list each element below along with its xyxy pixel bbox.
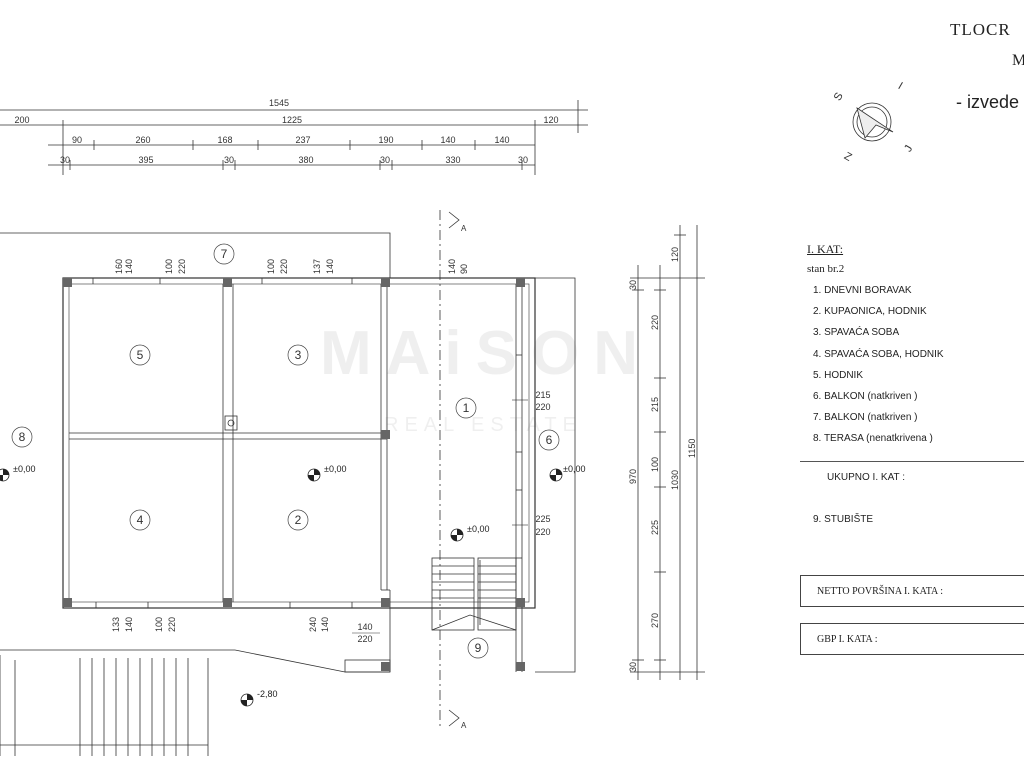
list-item: 8. TERASA (nenatkrivena ) (813, 433, 933, 445)
dim-top-3-3: 168 (217, 135, 232, 145)
dim-right-7: 30 (628, 662, 638, 672)
dim-right-10: 1030 (670, 470, 680, 490)
compass-letter-z: Z (842, 150, 854, 164)
dim-top-2-2: 1225 (282, 115, 302, 125)
dim-right-4: 100 (650, 457, 660, 472)
dim-right-3: 215 (650, 397, 660, 412)
dim-right-5: 225 (650, 520, 660, 535)
room-number: 3 (295, 348, 302, 362)
list-item: 6. BALKON (natkriven ) (813, 390, 918, 402)
open-top-7: 137 (312, 259, 322, 274)
open-top-10: 90 (459, 264, 469, 274)
dim-top-3-4: 237 (295, 135, 310, 145)
dim-top-3-2: 260 (135, 135, 150, 145)
dim-top-3-5: 190 (378, 135, 393, 145)
legend-list: 1. DNEVNI BORAVAK 2. KUPAONICA, HODNIK 3… (800, 284, 1024, 454)
room-legend: I. KAT: stan br.2 1. DNEVNI BORAVAK 2. K… (800, 242, 1024, 525)
open-bot-6: 140 (320, 617, 330, 632)
open-top-5: 100 (266, 259, 276, 274)
open-stair-2: 220 (357, 634, 372, 644)
room-number: 6 (546, 433, 553, 447)
list-item: 1. DNEVNI BORAVAK (813, 285, 912, 296)
dim-overall: 1545 (269, 98, 289, 108)
section-mark: A (461, 721, 467, 730)
dim-top-4-3: 30 (224, 155, 234, 165)
dim-top-3-6: 140 (440, 135, 455, 145)
room-number: 5 (137, 348, 144, 362)
dim-top-4-7: 30 (518, 155, 528, 165)
open-right-1: 215 (535, 390, 550, 400)
dim-right-6: 270 (650, 613, 660, 628)
open-right-4: 220 (535, 527, 550, 537)
room-number: 9 (475, 641, 482, 655)
level-label: ±0,00 (324, 464, 346, 474)
dim-top-3-1: 90 (72, 135, 82, 145)
open-top-2: 140 (124, 259, 134, 274)
legend-total: UKUPNO I. KAT : (827, 472, 905, 483)
watermark-brand: MAiSON (320, 319, 652, 388)
list-item: 7. BALKON (natkriven ) (813, 412, 918, 424)
open-stair-1: 140 (357, 622, 372, 632)
open-bot-1: 133 (111, 617, 121, 632)
compass-letter-j: J (902, 143, 915, 154)
open-bot-4: 220 (167, 617, 177, 632)
open-top-8: 140 (325, 259, 335, 274)
level-label: -2,80 (257, 689, 278, 699)
open-top-1: 160 (114, 259, 124, 274)
dim-top-4-2: 395 (138, 155, 153, 165)
room-number: 2 (295, 513, 302, 527)
open-bot-3: 100 (154, 617, 164, 632)
compass-letter-i: I (896, 80, 905, 92)
open-top-9: 140 (447, 259, 457, 274)
dim-top-4-6: 330 (445, 155, 460, 165)
list-item: 4. SPAVAĆA SOBA, HODNIK (813, 348, 944, 360)
open-right-2: 220 (535, 402, 550, 412)
level-label: ±0,00 (563, 464, 585, 474)
list-item: 3. SPAVAĆA SOBA (813, 327, 900, 339)
dim-top-2-1: 200 (14, 115, 29, 125)
dim-top-4-1: 30 (60, 155, 70, 165)
net-area-box: NETTO POVRŠINA I. KATA : (800, 575, 1024, 607)
list-item: 5. HODNIK (813, 369, 864, 381)
open-top-6: 220 (279, 259, 289, 274)
room-number: 7 (221, 247, 228, 261)
page-title: TLOCR (950, 20, 1011, 39)
legend-divider (800, 461, 1024, 462)
dim-right-2: 220 (650, 315, 660, 330)
net-area-label: NETTO POVRŠINA I. KATA : (817, 586, 943, 597)
dim-top-4-4: 380 (298, 155, 313, 165)
dim-top-3-7: 140 (494, 135, 509, 145)
dim-top-2-3: 120 (543, 115, 558, 125)
compass-letter-s: S (832, 91, 846, 103)
section-mark: A (461, 224, 467, 233)
gross-area-label: GBP I. KATA : (817, 634, 878, 645)
open-top-4: 220 (177, 259, 187, 274)
room-number: 8 (19, 430, 26, 444)
open-top-3: 100 (164, 259, 174, 274)
dim-right-9: 970 (628, 469, 638, 484)
page-title-line2: M (1012, 52, 1024, 69)
dim-right-1: 30 (628, 280, 638, 290)
open-right-3: 225 (535, 514, 550, 524)
level-label: ±0,00 (467, 524, 489, 534)
watermark-tagline: REAL ESTATE (384, 414, 582, 436)
list-item: 2. KUPAONICA, HODNIK (813, 306, 927, 318)
open-bot-5: 240 (308, 617, 318, 632)
open-bot-2: 140 (124, 617, 134, 632)
level-label: ±0,00 (13, 464, 35, 474)
dim-right-8: 120 (670, 247, 680, 262)
legend-heading: I. KAT: (807, 242, 844, 256)
dim-top-4-5: 30 (380, 155, 390, 165)
gross-area-box: GBP I. KATA : (800, 623, 1024, 655)
dim-right-11: 1150 (687, 439, 697, 458)
room-number: 1 (463, 401, 470, 415)
legend-stair: 9. STUBIŠTE (813, 514, 874, 525)
room-number: 4 (137, 513, 144, 527)
page-subtitle: - izvede (956, 92, 1020, 112)
legend-unit: stan br.2 (807, 263, 845, 275)
